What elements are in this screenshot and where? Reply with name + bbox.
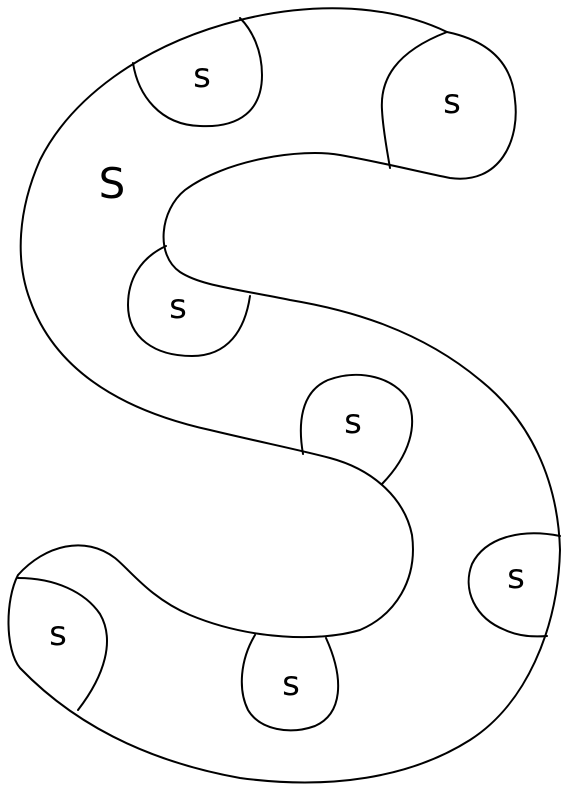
- bump-bottom-middle-letter: s: [282, 664, 300, 704]
- big-s-letter: S: [98, 159, 126, 208]
- bump-top-right-outline: [380, 31, 448, 169]
- bump-bottom-middle-outline: [240, 634, 340, 732]
- bump-right-edge-letter: s: [507, 557, 525, 597]
- bump-top-left-outline: [132, 17, 263, 128]
- bump-middle-left-outline: [127, 245, 251, 357]
- bump-middle-left-letter: s: [169, 287, 187, 327]
- bump-bottom-left-letter: s: [49, 614, 67, 654]
- bump-bottom-left-outline: [17, 577, 108, 711]
- bump-right-edge-outline: [467, 532, 561, 638]
- bump-top-left-letter: s: [193, 56, 211, 96]
- bump-middle-right-outline: [299, 373, 414, 485]
- bump-middle-right-letter: s: [344, 402, 362, 442]
- bump-top-right-letter: s: [443, 82, 461, 122]
- s-outline-upper: [7, 7, 561, 784]
